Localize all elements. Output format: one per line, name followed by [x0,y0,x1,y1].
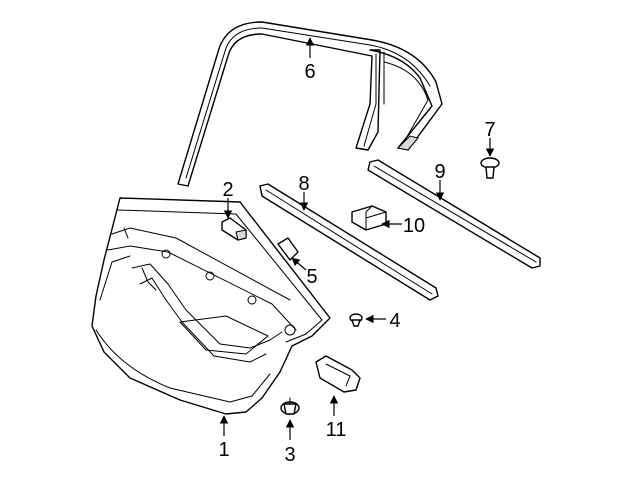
callout-4: 4 [389,310,400,332]
part-11-handle-insert [315,355,361,393]
callout-9: 9 [434,161,445,183]
callout-2: 2 [222,179,233,201]
part-6-window-seal [177,21,443,187]
leader-lines [219,37,495,440]
callout-3: 3 [284,444,295,466]
part-3-screw-clip [280,397,300,415]
part-4-grommet [349,313,363,327]
part-5-cap [277,237,299,261]
part-7-push-pin [480,157,500,179]
callout-6: 6 [304,61,315,83]
part-1-door-trim-panel [91,197,331,415]
part-8-trim-strip [259,183,439,301]
callout-10: 10 [403,215,425,237]
callout-1: 1 [218,439,229,461]
callout-7: 7 [484,119,495,141]
leader-5 [291,257,307,271]
callout-labels: 1 2 3 4 5 6 7 8 9 10 11 [218,61,495,466]
callout-5: 5 [306,266,317,288]
callout-11: 11 [326,419,347,441]
callout-8: 8 [298,173,309,195]
part-10-clip [351,205,387,231]
part-9-moulding-strip [367,159,541,269]
